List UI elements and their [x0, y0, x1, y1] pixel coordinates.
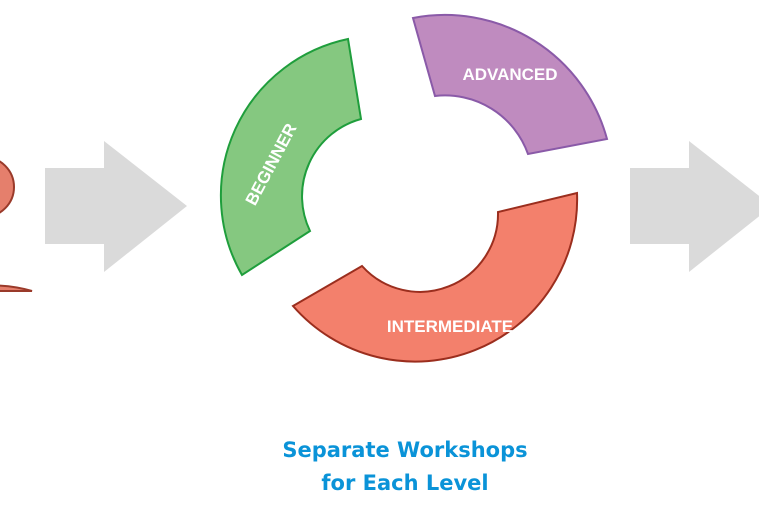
segment-label-advanced: ADVANCED	[462, 65, 557, 84]
caption-line-2: for Each Level	[321, 471, 489, 495]
caption-line-1: Separate Workshops	[282, 438, 528, 462]
segment-intermediate: INTERMEDIATE	[291, 191, 579, 363]
left-arrow	[45, 141, 187, 272]
segment-label-intermediate: INTERMEDIATE	[387, 317, 513, 336]
segment-advanced: ADVANCED	[411, 13, 609, 156]
person-icon	[0, 160, 33, 292]
caption: Separate Workshops for Each Level	[0, 434, 759, 500]
right-arrow	[630, 141, 759, 272]
segment-beginner: BEGINNER	[219, 37, 363, 277]
